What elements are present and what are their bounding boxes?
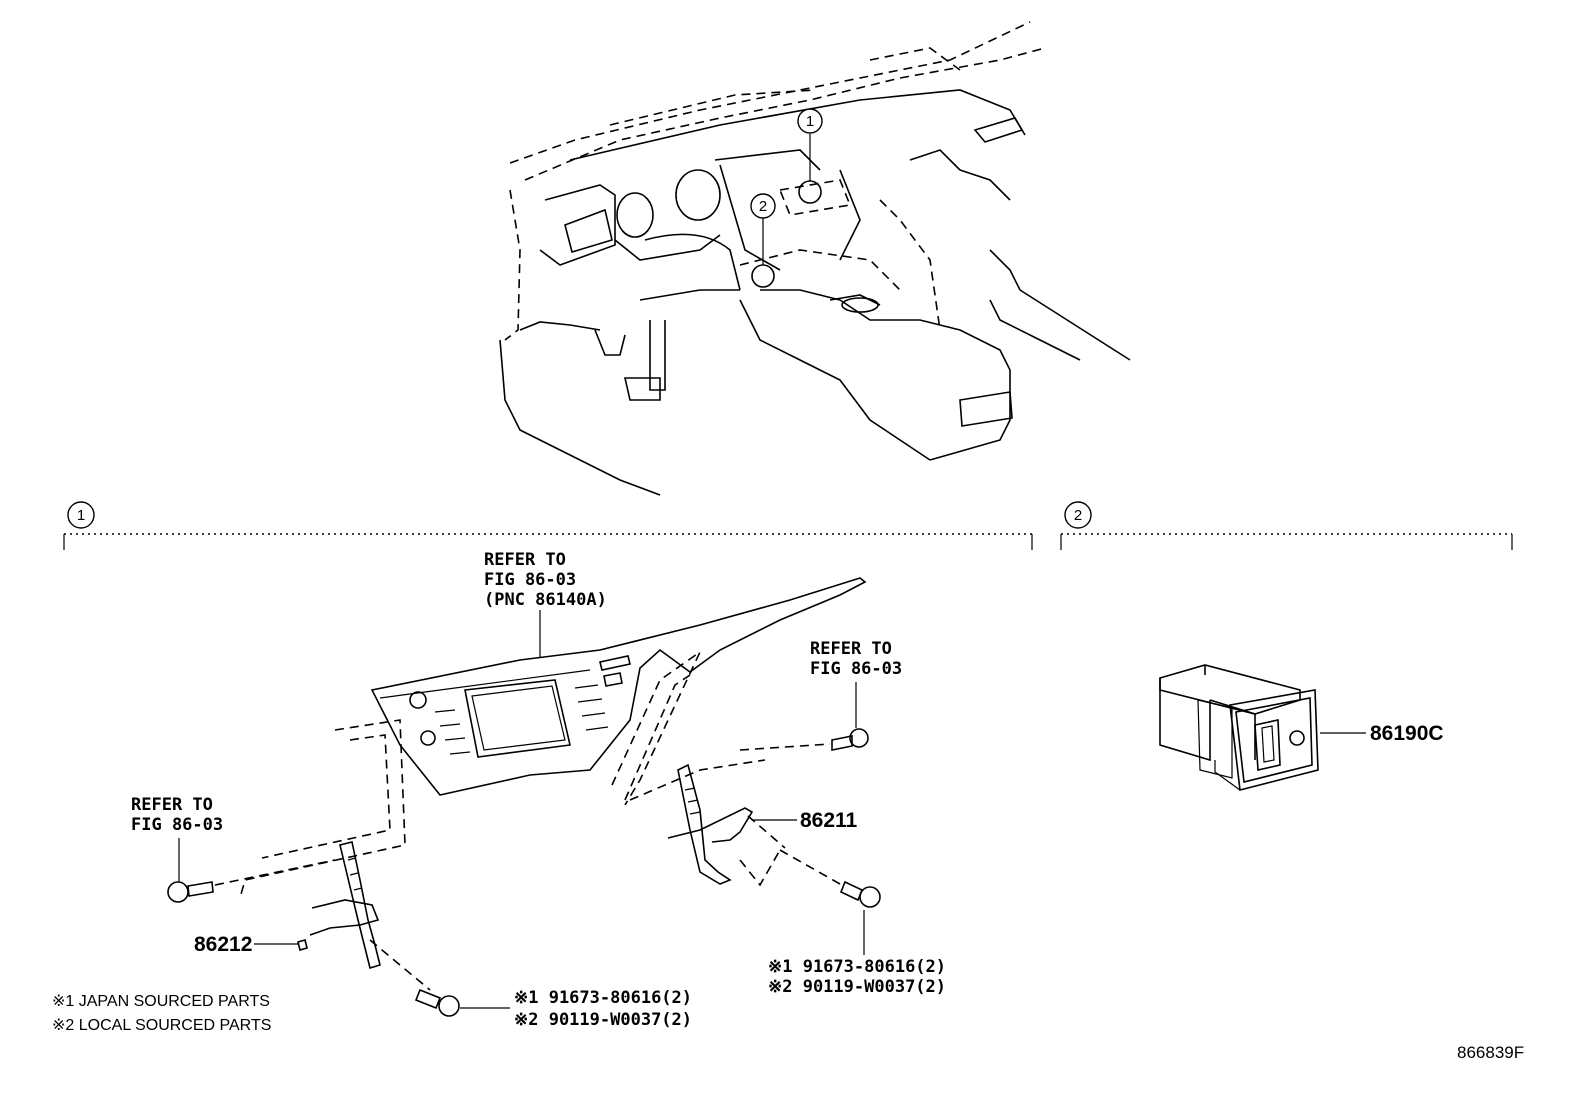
- bracket-86212: 86212: [194, 841, 431, 991]
- screw-left-refer-line-1: REFER TO: [131, 795, 213, 815]
- section-1-header: 1: [63, 501, 1033, 550]
- part-86212: 86212: [194, 933, 252, 956]
- section-1-label: 1: [77, 507, 85, 524]
- panel-refer-line-3: (PNC 86140A): [484, 590, 607, 610]
- screw-right-refer-line-1: REFER TO: [810, 639, 892, 659]
- part-86190C: 86190C: [1370, 722, 1444, 745]
- section-1-badge: [67, 501, 95, 529]
- screw-right-refer-line-2: FIG 86-03: [810, 659, 902, 679]
- panel-refer-line-1: REFER TO: [484, 550, 566, 570]
- screw-left-refer-line-2: FIG 86-03: [131, 815, 223, 835]
- screw-left-upper: REFER TO FIG 86-03: [131, 795, 336, 903]
- screw-right-upper: REFER TO FIG 86-03: [739, 639, 902, 751]
- screw-right-lower: ※1 91673-80616(2) ※2 90119-W0037(2): [768, 849, 946, 997]
- screw-left-lower: ※1 91673-80616(2) ※2 90119-W0037(2): [414, 988, 692, 1030]
- section-2-header: 2: [1060, 501, 1513, 550]
- marker-2-label: 2: [759, 198, 767, 215]
- marker-2-badge: [750, 193, 776, 219]
- figure-id: 866839F: [1457, 1043, 1524, 1062]
- part-86211: 86211: [800, 809, 858, 832]
- fastener-left-line-2: ※2 90119-W0037(2): [514, 1010, 692, 1030]
- dashboard-overview: 1 2: [499, 21, 1131, 496]
- source-notes: ※1 JAPAN SOURCED PARTS ※2 LOCAL SOURCED …: [52, 993, 271, 1034]
- note-japan-sourced: ※1 JAPAN SOURCED PARTS: [52, 993, 270, 1010]
- bracket-86211: 86211: [667, 763, 858, 887]
- fastener-right-line-1: ※1 91673-80616(2): [768, 957, 946, 977]
- usb-module-86190C: 86190C: [1159, 664, 1444, 792]
- fastener-right-line-2: ※2 90119-W0037(2): [768, 977, 946, 997]
- center-panel-assembly: [239, 577, 867, 899]
- fastener-left-line-1: ※1 91673-80616(2): [514, 988, 692, 1008]
- note-local-sourced: ※2 LOCAL SOURCED PARTS: [52, 1017, 271, 1034]
- section-2-label: 2: [1074, 507, 1082, 524]
- panel-refer-note: REFER TO FIG 86-03 (PNC 86140A): [484, 550, 607, 610]
- section-2-badge: [1064, 501, 1092, 529]
- marker-1-label: 1: [806, 113, 814, 130]
- marker-1-badge: [797, 108, 823, 134]
- panel-refer-line-2: FIG 86-03: [484, 570, 576, 590]
